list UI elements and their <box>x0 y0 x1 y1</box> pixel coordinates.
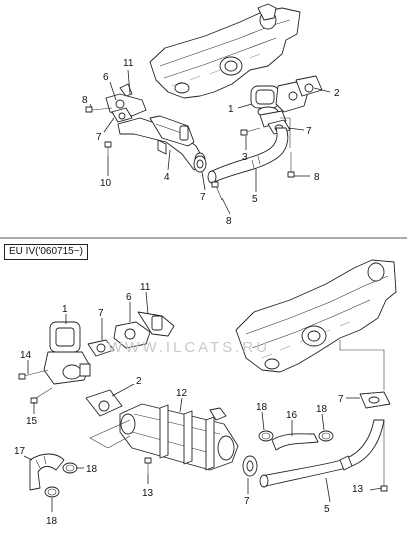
gasket-7-bottom-left <box>87 339 115 357</box>
callout-18-bottom-mid-left: 18 <box>256 402 268 413</box>
clamp-18-mid-right <box>318 430 334 442</box>
callout-13-bottom-mid: 13 <box>142 488 154 499</box>
callout-1-top: 1 <box>228 104 234 115</box>
watermark: WWW.ILCATS.RU <box>108 339 270 356</box>
gasket-2-bottom <box>85 389 123 417</box>
gasket-7-bottom-right <box>359 391 391 409</box>
callout-2-top: 2 <box>334 88 340 99</box>
callouts-top: 11 6 8 7 10 4 7 8 1 2 3 7 5 8 <box>82 58 340 227</box>
flange-6-bottom <box>113 311 175 349</box>
callouts-bottom: 1 7 6 11 14 15 2 12 18 16 18 7 17 18 18 … <box>14 282 364 527</box>
egr-tube-5-bottom <box>259 419 385 488</box>
callout-1-bottom: 1 <box>62 304 68 315</box>
callout-11-bottom: 11 <box>140 282 151 293</box>
callout-14-bottom: 14 <box>20 350 32 361</box>
callout-10-top: 10 <box>100 178 112 189</box>
callout-7-bottom-right: 7 <box>338 394 344 405</box>
bolts-top <box>85 106 295 201</box>
egr-valve-bottom <box>43 321 91 385</box>
callout-7-top-left: 7 <box>96 132 102 143</box>
leaders-bottom <box>23 291 383 512</box>
bolts-14-15 <box>18 369 53 404</box>
callout-6-top: 6 <box>103 72 109 83</box>
gasket-2-top <box>295 75 323 97</box>
callout-5-bottom: 5 <box>324 504 330 515</box>
callout-7-top-right: 7 <box>306 126 312 137</box>
callout-8-top-right: 8 <box>314 172 320 183</box>
egr-valve-top <box>250 81 309 128</box>
callout-7-bottom-mid: 7 <box>244 496 250 507</box>
callout-8-top-left: 8 <box>82 95 88 106</box>
clamp-18-bottom-right <box>62 462 78 474</box>
gasket-7-bottom-mid <box>242 455 258 477</box>
callout-16-bottom: 16 <box>286 410 298 421</box>
callout-8-top-bottom: 8 <box>226 216 232 227</box>
callout-7-bottom-left: 7 <box>98 308 104 319</box>
callout-5-top: 5 <box>252 194 258 205</box>
leaders-top <box>89 69 331 215</box>
egr-tube-5-top <box>207 127 289 184</box>
hose-17 <box>29 453 65 491</box>
gasket-7-top-mid <box>193 155 207 173</box>
egr-cooler-12-bottom <box>119 403 239 471</box>
callout-15-bottom: 15 <box>26 416 38 427</box>
callout-12-bottom: 12 <box>176 388 188 399</box>
callout-2-bottom: 2 <box>136 376 142 387</box>
callout-11-top: 11 <box>123 58 134 69</box>
callout-7-top-mid: 7 <box>200 192 206 203</box>
section-label: EU IV('060715~) <box>4 244 88 260</box>
manifold-bottom <box>235 259 397 390</box>
callout-18-bottom-lower: 18 <box>46 516 58 527</box>
clamp-18-mid-left <box>258 430 274 442</box>
callout-17-bottom: 17 <box>14 446 26 457</box>
callout-13-bottom-right: 13 <box>352 484 364 495</box>
callout-18-bottom-right: 18 <box>86 464 98 475</box>
egr-cooler-4-top <box>117 115 207 171</box>
manifold-top <box>149 3 301 99</box>
callout-4-top: 4 <box>164 172 170 183</box>
bracket-lines-bottom <box>89 419 131 449</box>
clamp-18-bottom <box>44 486 60 498</box>
gasket-7-top-left <box>111 107 133 123</box>
callout-18-bottom-mid-right: 18 <box>316 404 328 415</box>
callout-6-bottom: 6 <box>126 292 132 303</box>
callout-3-top: 3 <box>242 152 248 163</box>
hose-16 <box>271 433 319 451</box>
